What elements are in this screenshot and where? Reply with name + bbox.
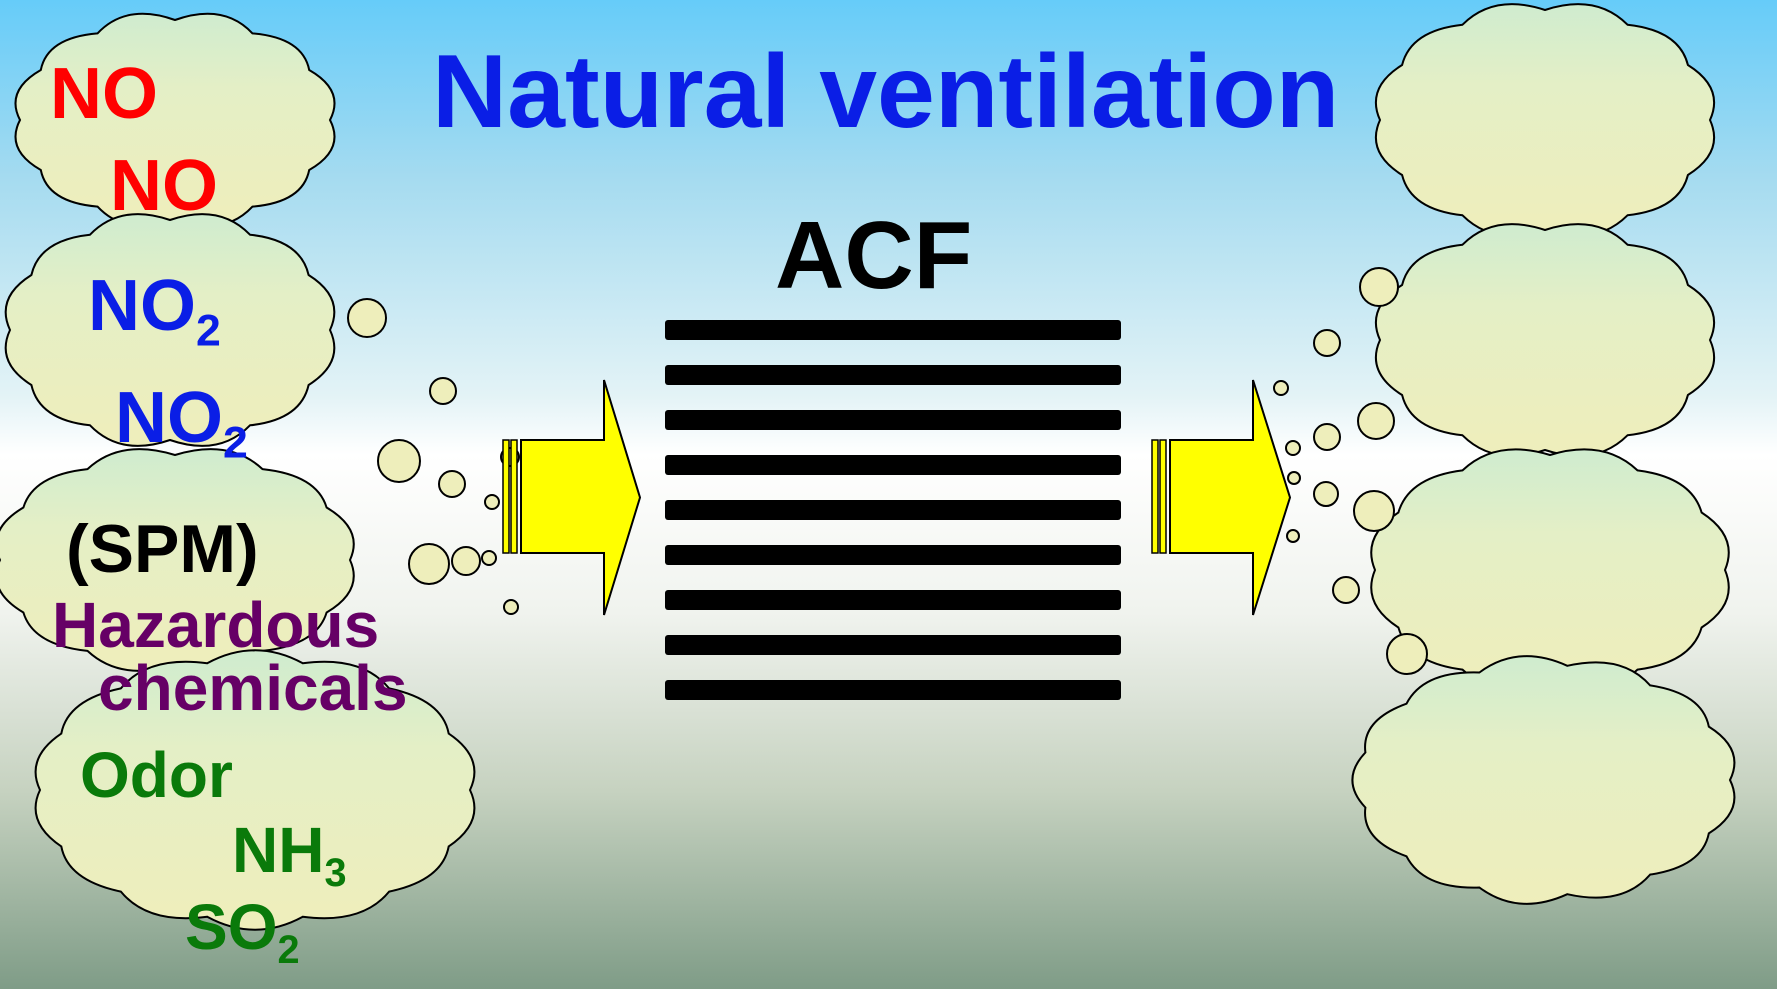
filter-layer [665,590,1121,610]
bubble [1287,471,1301,485]
page-title: Natural ventilation [432,34,1340,150]
pollutant-label: chemicals [98,656,408,720]
bubble [484,494,500,510]
bubble [1359,267,1399,307]
pollutant-formula: NH [232,814,325,886]
airflow-arrow [502,379,642,616]
pollutant-formula: SO [185,891,278,963]
bubble [347,298,387,338]
pollutant-label: (SPM) [66,515,259,583]
bubble [429,377,457,405]
bubble [408,543,450,585]
pollutant-formula: NO [115,378,223,458]
pollutant-formula: NO [110,146,218,226]
clean-air-cloud [1375,3,1715,237]
bubble [1273,380,1289,396]
pollutant-label: NO2 [115,382,248,465]
bubble [1313,423,1341,451]
pollutant-subscript: 3 [324,850,347,895]
bubble [377,439,421,483]
bubble [451,546,481,576]
acf-filter [665,320,1121,700]
filter-layer [665,545,1121,565]
pollutant-subscript: 2 [277,927,300,972]
airflow-arrow [1151,379,1292,616]
bubble [1353,490,1395,532]
pollutant-formula: chemicals [98,652,408,724]
filter-layer [665,320,1121,340]
bubble [481,550,497,566]
polluted-air-clouds [0,12,476,931]
bubble [1313,329,1341,357]
pollution-cloud [4,213,336,447]
pollution-cloud [14,12,336,228]
clean-air-clouds [1351,3,1736,905]
pollutant-formula: (SPM) [66,511,259,587]
filter-layer [665,410,1121,430]
pollutant-label: Hazardous [52,593,379,657]
filter-layer [665,680,1121,700]
pollutant-formula: NO [88,266,196,346]
clean-air-cloud [1375,223,1715,457]
bubble [1286,529,1300,543]
airflow-arrows [502,379,1292,616]
bubble [1332,576,1360,604]
bubble [1357,402,1395,440]
filter-label: ACF [775,202,973,309]
pollutant-label: NO [50,58,158,130]
pollutant-label: NH3 [232,818,347,893]
pollutant-subscript: 2 [223,418,248,468]
bubble [1313,481,1339,507]
filter-layer [665,365,1121,385]
bubble [438,470,466,498]
pollutant-label: Odor [80,743,233,807]
pollutant-label: NO [110,150,218,222]
air-bubbles [347,267,1428,675]
clean-air-cloud [1370,448,1730,692]
filter-layer [665,455,1121,475]
pollutant-label: NO2 [88,270,221,353]
bubble [1386,633,1428,675]
pollutant-formula: NO [50,54,158,134]
clean-air-cloud [1351,655,1736,905]
pollutant-subscript: 2 [196,306,221,356]
pollutant-formula: Hazardous [52,589,380,661]
filter-layer [665,500,1121,520]
pollution-cloud [34,649,476,931]
filter-layer [665,635,1121,655]
pollutant-label: SO2 [185,895,300,970]
bubble [1285,440,1301,456]
pollutant-formula: Odor [80,739,233,811]
bubble [503,599,519,615]
